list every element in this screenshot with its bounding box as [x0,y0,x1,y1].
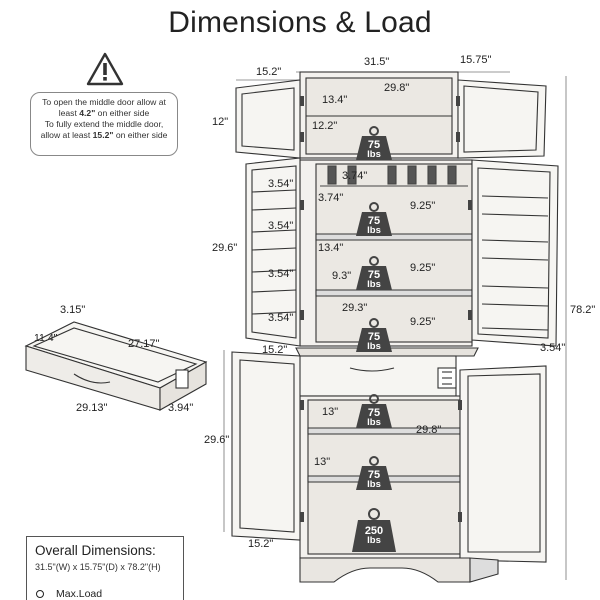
dim-total-height: 78.2" [570,304,596,316]
dim-bottom-door-width: 15.2" [248,538,274,550]
legend-circle-icon [36,590,44,599]
dim-middle-height: 29.6" [212,242,238,254]
dim-door-shelf-1: 3.54" [268,178,294,190]
dim-drawer-width: 29.13" [76,402,108,414]
dim-middle-door-width: 15.2" [262,344,288,356]
dim-drawer-depth: 27.17" [128,338,160,350]
dim-top-height: 12" [212,116,229,128]
dim-right-door-shelf: 3.54" [540,342,566,354]
dim-shelf-gap-2: 9.25" [410,262,436,274]
overall-dimensions-box: Overall Dimensions: 31.5"(W) x 15.75"(D)… [26,536,184,600]
dim-mid-inner-width: 29.3" [342,302,368,314]
dim-door-shelf-4: 3.54" [268,312,294,324]
dim-wine-slot: 3.74" [342,170,368,182]
dim-top-shelf-depth: 13.4" [322,94,348,106]
dim-mid-side-depth: 9.3" [332,270,352,282]
dim-door-shelf-2: 3.54" [268,220,294,232]
dim-top-inner-height: 12.2" [312,120,338,132]
legend-label: Max.Load [56,588,103,600]
overall-heading: Overall Dimensions: [35,543,156,558]
dim-top-door-width: 15.2" [256,66,282,78]
dim-door-shelf-3: 3.54" [268,268,294,280]
page-title: Dimensions & Load [168,6,432,39]
dim-inner-width-top: 29.8" [384,82,410,94]
dim-bottom-inner-width: 29.8" [416,424,442,436]
legend: Max.Load [36,588,102,600]
dim-total-width: 31.5" [364,56,390,68]
warning-icon [86,52,124,86]
dim-shelf-gap-3: 9.25" [410,316,436,328]
dim-wine-height: 3.74" [318,192,344,204]
dim-drawer-front: 3.94" [168,402,194,414]
dim-shelf-gap-1: 9.25" [410,200,436,212]
dim-drawer-side: 11.4" [34,332,58,344]
dim-depth: 15.75" [460,54,492,66]
warning-note: To open the middle door allow at least 4… [30,92,178,156]
overall-value: 31.5"(W) x 15.75"(D) x 78.2"(H) [35,562,161,572]
dim-bottom-height: 29.6" [204,434,230,446]
dim-bottom-shelf-depth-2: 13" [314,456,331,468]
dim-mid-shelf-depth: 13.4" [318,242,344,254]
dim-drawer-height: 3.15" [60,304,86,316]
dim-bottom-shelf-depth-1: 13" [322,406,339,418]
